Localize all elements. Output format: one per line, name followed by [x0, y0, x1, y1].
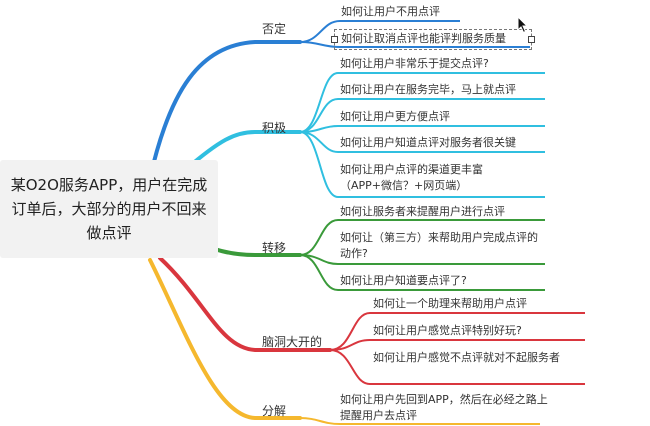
leaf-node[interactable]: 如何让用户非常乐于提交点评?	[340, 57, 489, 70]
leaf-line	[299, 219, 545, 256]
leaf-node[interactable]: 如何让用户感觉不点评就对不起服务者	[373, 351, 560, 364]
leaf-line	[299, 41, 530, 48]
leaf-node[interactable]: 如何让用户先回到APP，然后在必经之路上提醒用户去点评	[340, 393, 548, 422]
leaf-node[interactable]: 如何让用户知道点评对服务者很关键	[340, 136, 516, 149]
leaf-line	[299, 125, 545, 133]
leaf-line	[329, 349, 585, 385]
branch-label-positive[interactable]: 积极	[262, 121, 287, 135]
leaf-node-selected[interactable]: 如何让取消点评也能评判服务质量	[341, 32, 506, 45]
leaf-node[interactable]: 如何让用户更方便点评	[340, 110, 450, 123]
branch-label-deny[interactable]: 否定	[262, 22, 287, 36]
leaf-line	[299, 131, 545, 198]
leaf-line	[329, 339, 585, 351]
leaf-node[interactable]: 如何让服务者来提醒用户进行点评	[340, 205, 505, 218]
leaf-line	[299, 131, 545, 153]
leaf-node[interactable]: 如何让一个助理来帮助用户点评	[373, 297, 527, 310]
leaf-line	[299, 254, 545, 291]
leaf-node[interactable]: 如何让用户知道要点评了?	[340, 274, 467, 287]
branch-line-decompose	[148, 258, 302, 420]
resize-handle[interactable]	[528, 36, 535, 43]
branch-label-brainstorm[interactable]: 脑洞大开的	[262, 335, 323, 349]
leaf-line	[299, 417, 540, 425]
leaf-node[interactable]: 如何让用户点评的渠道更丰富（APP+微信？+网页端）	[340, 163, 483, 192]
resize-handle[interactable]	[331, 36, 338, 43]
selection-box	[331, 29, 535, 50]
branch-label-decompose[interactable]: 分解	[262, 404, 287, 418]
branch-line-brainstorm	[158, 256, 332, 352]
mouse-cursor-icon	[517, 16, 529, 34]
branch-label-transfer[interactable]: 转移	[262, 241, 287, 255]
leaf-node[interactable]: 如何让（第三方）来帮助用户完成点评的动作?	[340, 231, 538, 260]
root-node-text: 某O2O服务APP，用户在完成订单后，大部分的用户不回来做点评	[10, 176, 208, 242]
root-node[interactable]: 某O2O服务APP，用户在完成订单后，大部分的用户不回来做点评	[0, 160, 218, 258]
branch-line-deny	[148, 40, 302, 180]
leaf-line	[299, 72, 545, 133]
leaf-node[interactable]: 如何让用户不用点评	[341, 5, 440, 18]
leaf-node[interactable]: 如何让用户感觉点评特别好玩?	[373, 324, 522, 337]
leaf-node[interactable]: 如何让用户在服务完毕，马上就点评	[340, 83, 516, 96]
